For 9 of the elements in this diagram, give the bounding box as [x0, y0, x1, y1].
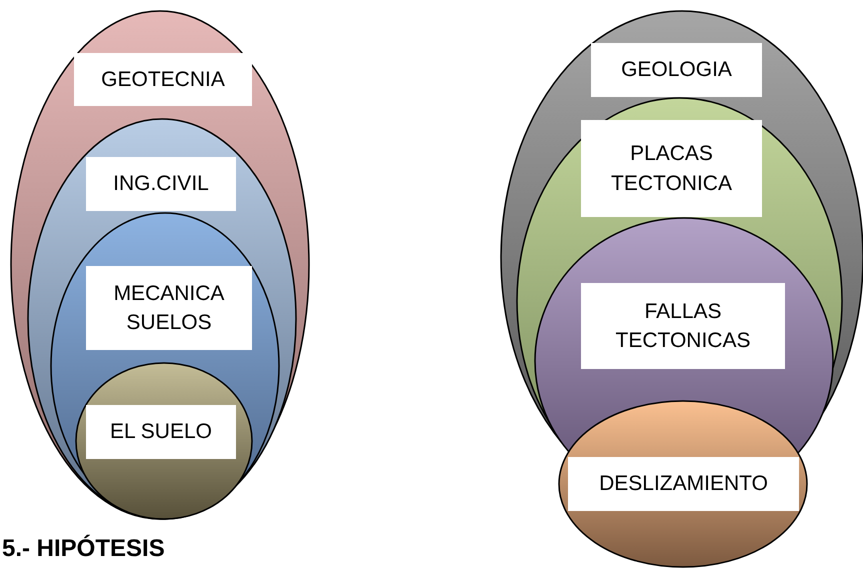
text-label: MECANICA SUELOS [86, 266, 252, 350]
section-heading: 5.- HIPÓTESIS [2, 535, 165, 563]
text-label: GEOLOGIA [591, 43, 762, 97]
text-label: ING.CIVIL [86, 157, 236, 211]
text-label: GEOTECNIA [74, 53, 252, 106]
text-label: FALLAS TECTONICAS [581, 283, 785, 369]
text-label: DESLIZAMIENTO [568, 457, 799, 511]
text-label: EL SUELO [86, 405, 236, 459]
text-label: PLACAS TECTONICA [581, 120, 762, 217]
